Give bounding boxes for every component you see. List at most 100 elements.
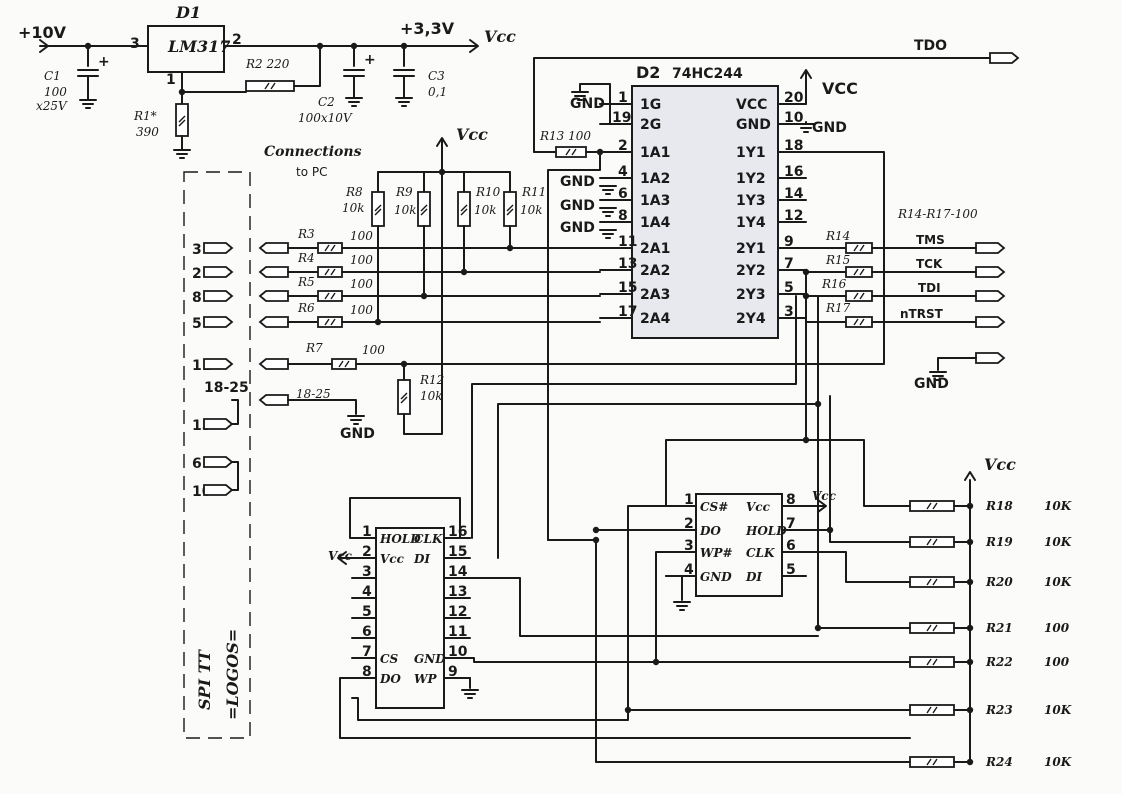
regulator-body [147,25,225,73]
bank-resistor-ref: R19 [985,535,1013,549]
junction-dot [966,624,974,632]
wire [937,357,977,371]
c1-value2: x25V [36,99,68,113]
output-arrow [469,39,479,53]
r13-resistor [555,146,587,158]
resistor-mark [571,148,577,156]
buffer-gnd-1a2-label: GND [560,174,595,190]
resistor-mark [932,706,938,714]
flash16-vcc-arrow [337,551,347,565]
resistor-mark [926,578,932,586]
r11-value: 10k [520,203,543,217]
r5-label: R5 [297,275,315,289]
flash8-right-pin-name: Vcc [746,500,771,514]
flash16-left-pin-num: 4 [362,584,372,600]
flash8-right-pin-name: HOLD [745,524,787,538]
pc-connector: Connections to PC SPI TT =LOGOS= 18-25 G… [183,144,375,739]
r1-label: R1* [133,109,157,123]
flash8-right-pin-num: 6 [786,538,796,554]
resistor-mark [374,208,382,216]
wire [403,171,443,435]
resistor-mark [506,208,514,216]
pc-pin-terminal [203,266,234,278]
jtag-tms-label: TMS [916,233,945,247]
pc-pin-terminal [203,242,234,254]
pc-pin-terminal [203,290,234,302]
buffer-left-pin-name: 1A3 [640,193,670,209]
flash8-vcc-arrow [817,499,827,513]
flash16-right-pin-name: CLK [414,532,443,546]
r6-label: R6 [297,301,315,315]
bank-resistor-ref: R24 [985,755,1013,769]
resistor-mark [460,208,468,216]
buffer-gnd-1a3-label: GND [560,198,595,214]
buffer-left-pin-name: 1A1 [640,145,670,161]
flash16-right-pin-name: GND [414,652,446,666]
flash16-left-pin-num: 8 [362,664,372,680]
flash16-right-pin-num: 10 [448,644,468,660]
pullup-resistor [457,191,471,227]
buffer-vcc-label: VCC [822,79,858,98]
junction-dot [506,244,514,252]
flash8-right-pin-name: CLK [746,546,775,560]
jtag-tdo-label: TDO [914,38,947,54]
resistor-mark [926,706,932,714]
buffer-right-pin-name: 1Y1 [736,145,766,161]
buffer-gnd-label: GND [812,120,847,136]
flash16-right-pin-name: DI [413,552,430,566]
buffer-right-pin-name: VCC [736,97,767,113]
r12-label: R12 [419,373,444,387]
pc-side-terminal [258,266,289,278]
wire [665,575,683,601]
junction-dot [592,526,600,534]
r3-label: R3 [297,227,315,241]
r16-label: R16 [821,277,847,291]
wire [287,399,357,415]
r5-value: 100 [350,277,373,291]
resistor-mark [932,624,938,632]
r6-value: 100 [350,303,373,317]
r14-label: R14 [825,229,850,243]
pc-caption-1: Connections [264,144,362,160]
bank-resistor-ref: R23 [985,703,1013,717]
buffer-ref: D2 [636,63,660,82]
resistor-mark [926,758,932,766]
pc-pin-terminal [203,418,234,430]
resistor-mark [330,244,336,252]
wire [231,399,239,425]
flash8-right-pin-num: 8 [786,492,796,508]
wire [805,551,911,583]
junction-dot [966,502,974,510]
resistor-mark [324,318,330,326]
jtag-tdi-label: TDI [918,281,941,295]
junction-dot [966,658,974,666]
resistor-mark [178,119,186,127]
resistor-mark [270,82,276,90]
buffer-right-pin-name: 1Y2 [736,171,766,187]
r12-resistor [397,379,411,415]
pc-pin-num: 3 [192,242,202,258]
flash8-left-pin-num: 1 [684,492,694,508]
junction-dot [826,526,834,534]
jtag-tck-label: TCK [916,257,943,271]
r9-value: 10k [394,203,417,217]
buffer-right-pin-name: 2Y4 [736,311,766,327]
pullup-vcc-label: Vcc [456,125,488,144]
jtag-series-resistor [845,316,873,328]
buffer-left-pin-num: 1 [618,90,628,106]
pc-pin-terminal [203,358,234,370]
resistor-mark [932,502,938,510]
jtag-ntrst-label: nTRST [900,307,944,321]
pc-pin-terminal [203,484,234,496]
bank-vcc-arrow [964,471,976,481]
flash8-right-pin-num: 5 [786,562,796,578]
wire [469,657,657,663]
r1-value: 390 [136,125,159,139]
buffer-left-pin-name: 2A1 [640,241,670,257]
bank-resistor-value: 10K [1044,499,1072,513]
clk-line [471,295,797,539]
resistor-mark [853,318,859,326]
resistor-mark [330,292,336,300]
